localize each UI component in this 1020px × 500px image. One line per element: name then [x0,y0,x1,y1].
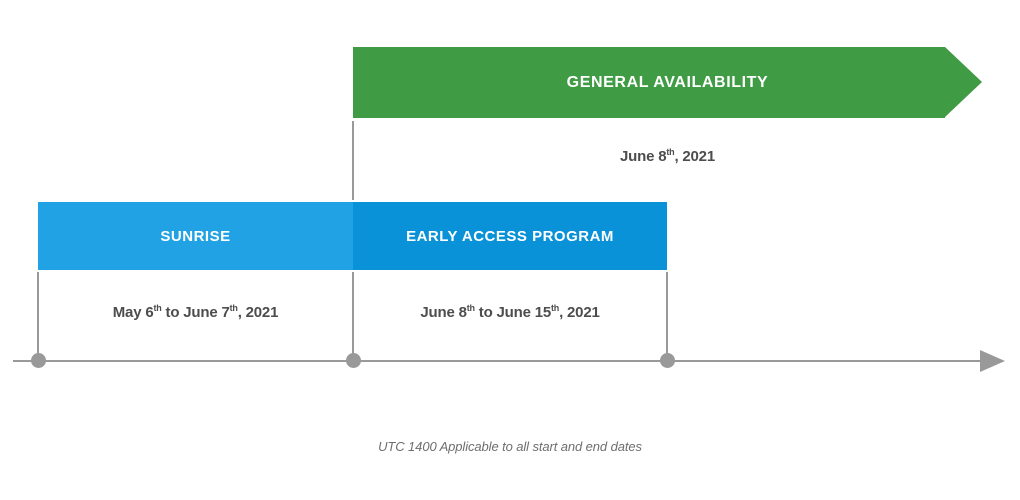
date-text: to June 15 [474,304,551,321]
ga-banner-label: GENERAL AVAILABILITY [566,73,769,91]
ordinal-suffix: th [153,303,162,313]
phase-bar-sunrise: SUNRISE [38,202,353,270]
connector-line-start [37,272,39,357]
connector-line-mid [352,272,354,357]
timeline-marker-dot [346,353,361,368]
ordinal-suffix: th [229,303,238,313]
ga-start-date: June 8th, 2021 [353,147,982,166]
timeline-marker-dot [660,353,675,368]
ordinal-suffix: th [666,147,675,157]
ordinal-suffix: th [466,303,475,313]
ga-banner-body [353,47,945,118]
phase-label-sunrise: SUNRISE [160,227,231,245]
date-text: , 2021 [674,148,715,165]
phase-bar-early-access: EARLY ACCESS PROGRAM [353,202,667,270]
ga-banner: GENERAL AVAILABILITY [353,47,982,118]
phase-label-early-access: EARLY ACCESS PROGRAM [406,227,614,245]
connector-line-end [666,272,668,357]
timeline-axis [13,360,980,362]
ga-banner-arrow-tip-icon [945,47,982,117]
date-text: to June 7 [161,304,230,321]
timeline-marker-dot [31,353,46,368]
date-text: , 2021 [559,304,600,321]
connector-line-ga [352,121,354,200]
sunrise-date-range: May 6th to June 7th, 2021 [38,303,353,322]
date-text: , 2021 [237,304,279,321]
timeline-arrowhead-icon [980,350,1005,372]
date-text: June 8 [620,148,667,165]
date-text: June 8 [420,304,467,321]
early-access-date-range: June 8th to June 15th, 2021 [353,303,667,322]
date-text: May 6 [112,304,154,321]
ordinal-suffix: th [550,303,560,313]
footnote: UTC 1400 Applicable to all start and end… [378,439,642,454]
